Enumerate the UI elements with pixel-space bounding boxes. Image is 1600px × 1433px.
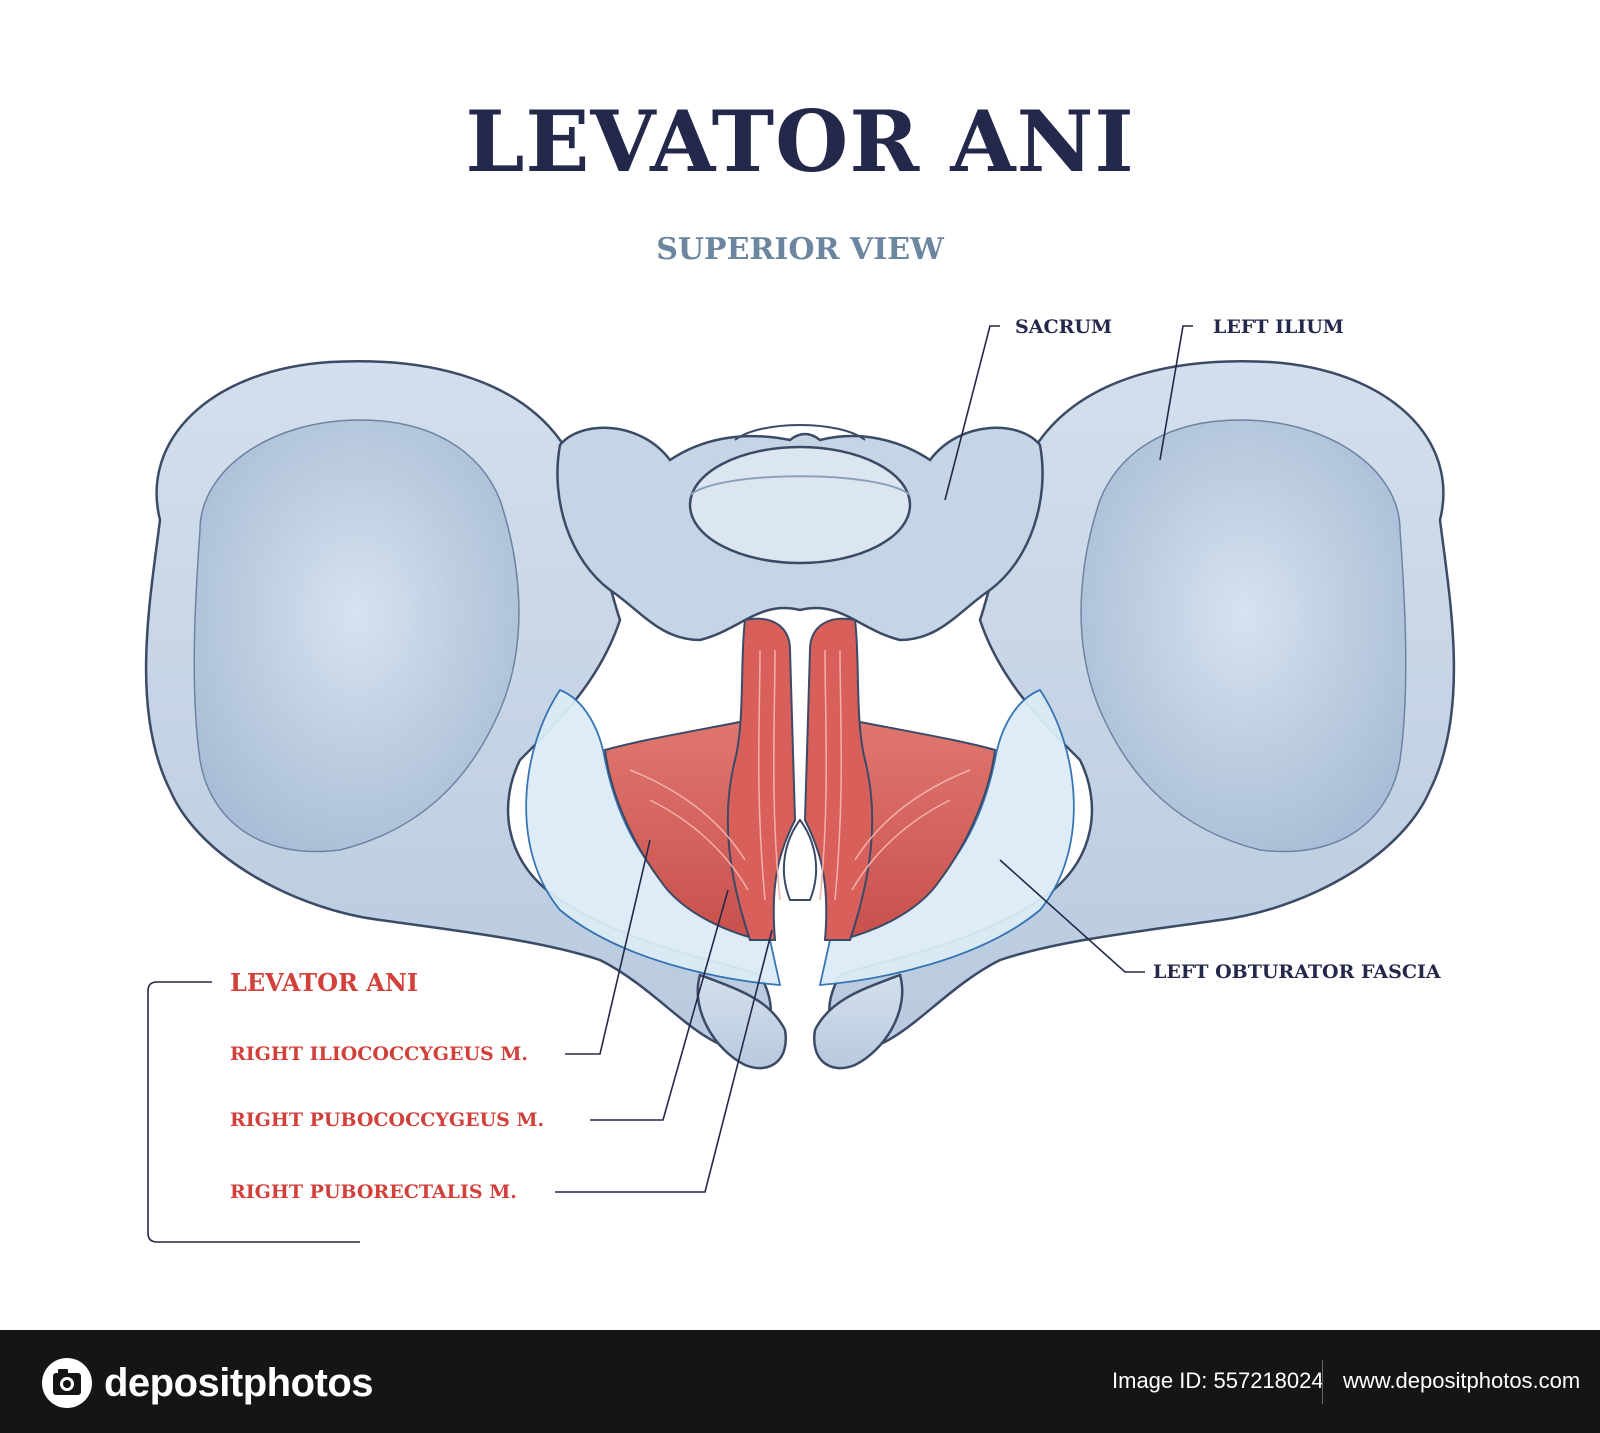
label-left-ilium: LEFT ILIUM [1213,316,1344,338]
leader-puborectalis [555,929,773,1193]
label-sacrum: SACRUM [1015,316,1112,338]
camera-logo-icon [42,1358,92,1408]
left-pubococcygeus-muscle [803,617,874,941]
label-levator-ani: LEVATOR ANI [230,968,419,997]
diagram-title: LEVATOR ANI [465,92,1135,191]
leader-lines [147,325,1193,1243]
leader-sacrum [944,325,1000,501]
leader-left-ilium [1159,325,1193,461]
bracket-levator-ani [147,981,360,1243]
label-right-pubococcygeus: RIGHT PUBOCOCCYGEUS M. [230,1109,545,1131]
left-iliococcygeus-muscle [838,718,997,942]
footer-divider [1322,1360,1323,1404]
right-iliococcygeus-muscle [603,718,762,942]
label-left-obturator-fascia: LEFT OBTURATOR FASCIA [1153,961,1441,983]
leader-left-obturator-fascia [999,859,1145,973]
diagram-subtitle: SUPERIOR VIEW [656,232,944,267]
label-right-iliococcygeus: RIGHT ILIOCOCCYGEUS M. [230,1043,529,1065]
watermark-footer: depositphotos Image ID: 557218024 www.de… [0,1330,1600,1433]
brand-name: depositphotos [104,1360,374,1405]
leader-pubococcygeus [590,889,729,1121]
brand-logo: depositphotos [40,1356,374,1410]
left-obturator-fascia [818,688,1075,986]
right-pubis [696,973,788,1070]
image-id: Image ID: 557218024 [1112,1368,1324,1393]
anal-hiatus [783,818,817,901]
left-pubis [812,973,904,1070]
diagram-canvas: LEVATOR ANI SUPERIOR VIEW [144,92,1456,1243]
pelvis-illustration [144,325,1456,1243]
right-obturator-fascia [525,688,782,986]
leader-iliococcygeus [565,839,651,1055]
label-right-puborectalis: RIGHT PUBORECTALIS M. [230,1181,517,1203]
right-pubococcygeus-muscle [726,617,797,941]
website-url: www.depositphotos.com [1343,1368,1581,1393]
